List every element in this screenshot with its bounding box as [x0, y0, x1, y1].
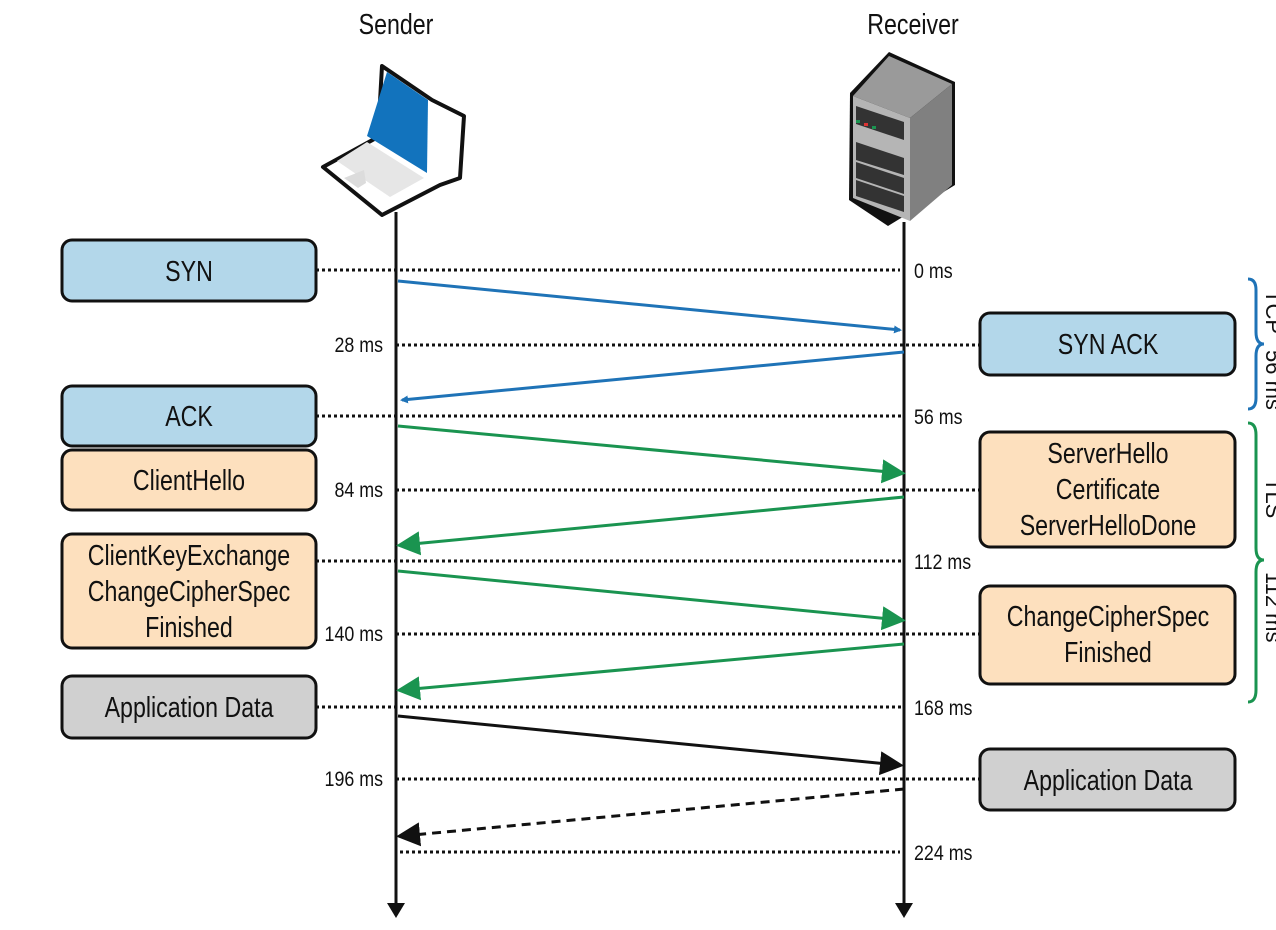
timestamp-56: 56 ms	[914, 406, 963, 430]
tcp-brace: TCP 56 ms	[1247, 277, 1276, 411]
message-box-app-data-receiver: Application Data	[978, 747, 1237, 812]
arrow-server-hello	[396, 495, 905, 556]
arrow-client-hello	[397, 424, 906, 484]
arrow-syn-ack	[400, 350, 905, 404]
svg-text:SYN ACK: SYN ACK	[1058, 327, 1159, 360]
sender-title: Sender	[359, 7, 434, 40]
message-box-app-data-sender: Application Data	[60, 674, 318, 740]
timestamp-140: 140 ms	[325, 623, 384, 647]
svg-text:Finished: Finished	[145, 610, 233, 643]
svg-text:112 ms: 112 ms	[1261, 572, 1276, 643]
svg-text:ChangeCipherSpec: ChangeCipherSpec	[88, 574, 290, 607]
svg-text:ChangeCipherSpec: ChangeCipherSpec	[1007, 599, 1209, 632]
svg-text:Certificate: Certificate	[1056, 472, 1160, 505]
message-box-client-hello: ClientHello	[60, 448, 318, 512]
timestamp-168: 168 ms	[914, 697, 973, 721]
svg-text:TCP: TCP	[1261, 290, 1276, 334]
message-box-ack: ACK	[60, 384, 318, 448]
timestamp-112: 112 ms	[914, 551, 971, 575]
timestamp-224: 224 ms	[914, 842, 973, 866]
server-icon	[849, 52, 955, 226]
message-box-client-key-exchange: ClientKeyExchange ChangeCipherSpec Finis…	[60, 532, 318, 650]
time-markers	[316, 268, 980, 854]
arrow-client-key-exchange	[397, 569, 906, 631]
svg-text:ServerHello: ServerHello	[1047, 436, 1168, 469]
svg-text:Application Data: Application Data	[1024, 763, 1193, 796]
svg-text:SYN: SYN	[165, 254, 213, 287]
svg-text:Application Data: Application Data	[105, 690, 274, 723]
receiver-title: Receiver	[867, 7, 959, 40]
svg-text:ClientKeyExchange: ClientKeyExchange	[88, 538, 290, 571]
message-box-server-finished: ChangeCipherSpec Finished	[978, 584, 1237, 686]
timestamp-28: 28 ms	[334, 334, 383, 358]
receiver-lifeline	[895, 222, 913, 918]
svg-text:ACK: ACK	[165, 399, 213, 432]
arrow-syn	[397, 279, 902, 334]
svg-text:ClientHello: ClientHello	[133, 463, 245, 496]
arrow-app-data-request	[397, 714, 904, 776]
tls-brace: TLS 112 ms	[1247, 421, 1276, 704]
svg-text:56 ms: 56 ms	[1261, 350, 1276, 410]
timestamp-0: 0 ms	[914, 260, 953, 284]
laptop-icon	[321, 64, 466, 217]
timestamp-196: 196 ms	[325, 768, 384, 792]
message-box-syn-ack: SYN ACK	[978, 311, 1237, 377]
arrow-server-finished	[396, 642, 905, 701]
timestamp-84: 84 ms	[334, 479, 383, 503]
message-box-server-hello: ServerHello Certificate ServerHelloDone	[978, 430, 1237, 549]
sender-lifeline	[387, 212, 405, 918]
svg-text:ServerHelloDone: ServerHelloDone	[1020, 508, 1197, 541]
svg-text:Finished: Finished	[1064, 635, 1152, 668]
message-arrows	[396, 279, 906, 847]
message-box-syn: SYN	[60, 238, 318, 303]
arrow-app-data-response	[396, 787, 905, 847]
svg-text:TLS: TLS	[1261, 478, 1276, 518]
